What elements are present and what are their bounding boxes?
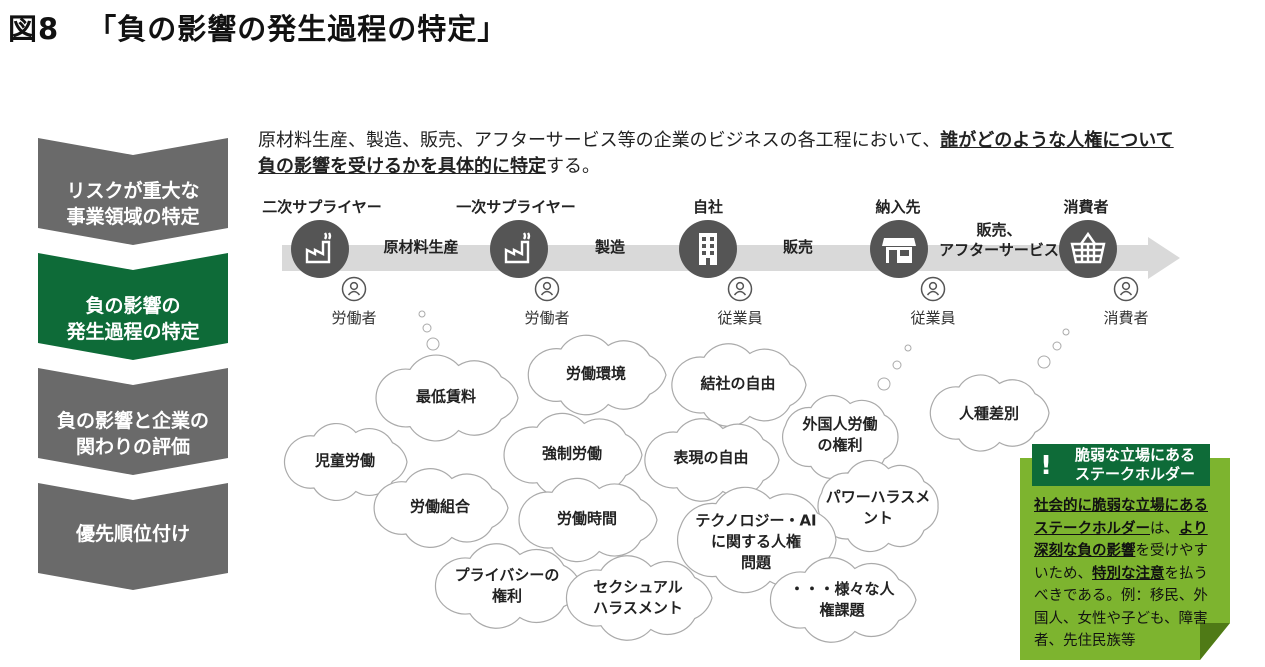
issue-label-12: テクノロジー・AI に関する人権 問題 xyxy=(695,511,817,572)
person-icon xyxy=(1113,276,1139,302)
issue-label-7: 強制労働 xyxy=(541,444,603,463)
flow-label-1: 原材料生産 xyxy=(383,238,459,256)
stage-role-4: 従業員 xyxy=(910,309,956,327)
figure-title: 図8 「負の影響の発生過程の特定」 xyxy=(8,6,507,48)
intro-emphasis-1: 誰がどのような人権について xyxy=(940,130,1174,151)
exclamation-icon: ! xyxy=(1040,451,1052,481)
intro-part1: 原材料生産、製造、販売、アフターサービス等の企業のビジネスの各工程において、 xyxy=(258,130,941,151)
step-label-1: リスクが重大な 事業領域の特定 xyxy=(66,180,200,228)
stage-role-3: 従業員 xyxy=(717,309,763,327)
issue-label-2: 労働環境 xyxy=(565,364,627,383)
issue-cloud-6 xyxy=(284,423,408,501)
thought-bubble-dot xyxy=(1052,341,1062,351)
intro-text: 原材料生産、製造、販売、アフターサービス等の企業のビジネスの各工程において、誰が… xyxy=(258,128,1243,180)
office-building-icon xyxy=(679,220,737,278)
stage-name-3: 自社 xyxy=(692,198,724,216)
step-chevron-3: 負の影響と企業の 関わりの評価 xyxy=(38,368,228,475)
intro-emphasis-2: 負の影響を受けるかを具体的に特定 xyxy=(258,156,546,177)
step-label-4: 優先順位付け xyxy=(75,523,190,545)
stage-name-1: 二次サプライヤー xyxy=(262,198,382,216)
issue-label-13: プライバシーの 権利 xyxy=(454,566,560,605)
thought-bubble-dot xyxy=(418,310,426,318)
person-icon xyxy=(920,276,946,302)
callout-text-2: を受けやすいため、 xyxy=(1034,543,1208,582)
callout-emphasis-3: 特別な注意 xyxy=(1092,565,1165,582)
issue-label-4: 人種差別 xyxy=(958,404,1020,423)
issue-label-6: 児童労働 xyxy=(314,451,376,470)
figure-number: 図8 xyxy=(8,12,60,46)
issue-cloud-13 xyxy=(435,543,582,629)
stage-role-5: 消費者 xyxy=(1103,309,1149,327)
step-chevron-1: リスクが重大な 事業領域の特定 xyxy=(38,138,228,245)
factory-icon xyxy=(490,220,548,278)
thought-bubble-dot xyxy=(877,377,891,391)
flow-label-2: 製造 xyxy=(594,238,626,256)
issue-cloud-2 xyxy=(527,334,667,416)
callout-heading: 脆弱な立場にある ステークホルダー xyxy=(1074,446,1195,483)
factory-icon xyxy=(291,220,349,278)
issue-label-1: 最低賃料 xyxy=(415,387,477,406)
intro-part2: する。 xyxy=(546,156,600,177)
step-chevron-2: 負の影響の 発生過程の特定 xyxy=(38,253,228,360)
thought-bubble-dot xyxy=(422,323,432,333)
issue-label-14: セクシュアル ハラスメント xyxy=(593,578,683,617)
step-label-2: 負の影響の 発生過程の特定 xyxy=(66,295,200,343)
callout-emphasis-2: より深刻な負の影響 xyxy=(1034,520,1208,560)
step-chevron-4: 優先順位付け xyxy=(38,483,228,590)
issue-cloud-3 xyxy=(671,343,807,427)
person-icon xyxy=(727,276,753,302)
callout-text-3: を払うべきである。例：移民、外国人、女性や子ども、障害者、先住民族等 xyxy=(1034,565,1208,650)
thought-bubble-dot xyxy=(1037,355,1051,369)
thought-bubble-dot xyxy=(892,360,902,370)
stage-name-5: 消費者 xyxy=(1063,198,1109,216)
issue-cloud-9 xyxy=(373,468,509,548)
callout-text-1: は、 xyxy=(1150,520,1179,537)
thought-bubble-dot xyxy=(426,337,440,351)
issue-label-8: 表現の自由 xyxy=(673,448,749,467)
callout-header xyxy=(1032,444,1210,486)
issue-cloud-1 xyxy=(375,354,519,442)
figure-title-text: 「負の影響の発生過程の特定」 xyxy=(87,12,508,46)
person-icon xyxy=(341,276,367,302)
issue-label-10: 労働時間 xyxy=(556,509,618,528)
issue-label-9: 労働組合 xyxy=(409,497,471,516)
issue-cloud-11 xyxy=(817,459,939,553)
thought-bubble-dot xyxy=(1062,328,1070,336)
storefront-icon xyxy=(870,220,928,278)
thought-bubble-dot xyxy=(904,344,912,352)
step-label-3: 負の影響と企業の 関わりの評価 xyxy=(56,410,209,458)
issue-cloud-14 xyxy=(566,555,713,641)
issue-cloud-10 xyxy=(518,477,658,563)
issue-cloud-4 xyxy=(929,374,1050,452)
shopping-basket-icon xyxy=(1059,220,1117,278)
issue-label-15: ・・・様々な人 権課題 xyxy=(789,580,895,619)
stage-name-2: 一次サプライヤー xyxy=(456,198,576,216)
callout-emphasis-1: 社会的に脆弱な立場にあるステークホルダー xyxy=(1034,498,1208,537)
flow-label-3: 販売 xyxy=(782,238,814,256)
issue-label-5: 外国人労働 の権利 xyxy=(802,415,878,454)
issue-cloud-15 xyxy=(770,557,917,643)
person-icon xyxy=(534,276,560,302)
vulnerable-stakeholder-callout xyxy=(1020,458,1230,660)
stage-role-1: 労働者 xyxy=(331,309,377,327)
stage-name-4: 納入先 xyxy=(875,198,921,216)
issue-label-11: パワーハラスメ ント xyxy=(825,488,931,527)
callout-body: 社会的に脆弱な立場にあるステークホルダーは、より深刻な負の影響を受けやすいため、… xyxy=(1034,495,1214,653)
flow-label-4: 販売、 アフターサービス xyxy=(939,221,1059,259)
issue-label-3: 結社の自由 xyxy=(700,374,776,393)
stage-role-2: 労働者 xyxy=(524,309,570,327)
